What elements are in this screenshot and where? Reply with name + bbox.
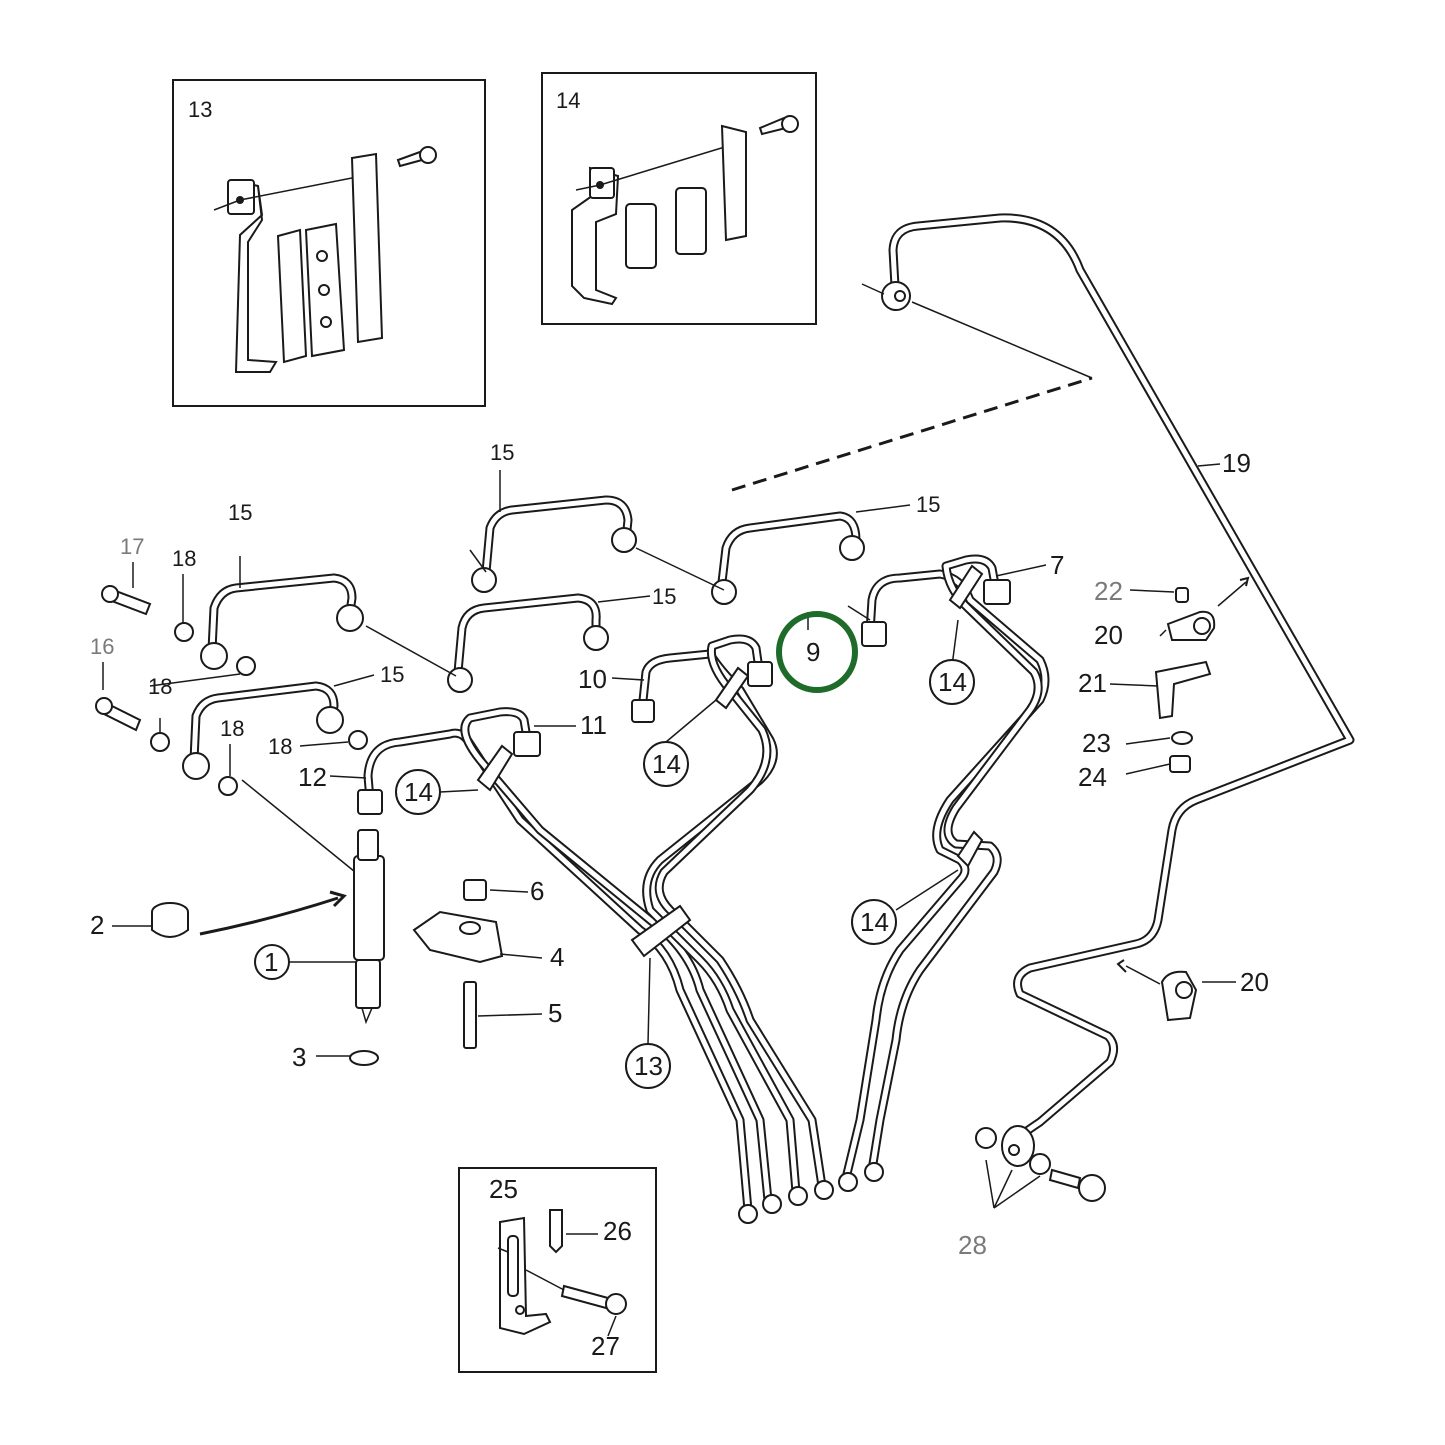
nut-7 (983, 579, 1011, 605)
label-12: 12 (298, 762, 327, 792)
label-4: 4 (550, 942, 564, 972)
inset-box-13: 13 (172, 79, 486, 407)
callout-circle-14c (929, 659, 975, 705)
label-18c: 18 (220, 716, 244, 741)
pump-end-nuts (738, 1162, 884, 1224)
label-18a: 18 (172, 546, 196, 571)
inset-25-label: 25 (489, 1174, 518, 1204)
label-14b: 14 (652, 749, 681, 779)
label-19: 19 (1222, 448, 1251, 478)
label-18d: 18 (268, 734, 292, 759)
nut-10 (631, 699, 655, 723)
inset-box-14: 14 (541, 72, 817, 325)
callout-circle-14a (395, 769, 441, 815)
injector-clamp-assembly (412, 879, 504, 1049)
highlight-ring-9 (776, 611, 858, 693)
label-17: 17 (120, 534, 144, 559)
label-13: 13 (634, 1051, 663, 1081)
label-15e: 15 (380, 662, 404, 687)
label-15a: 15 (228, 500, 252, 525)
label-28: 28 (958, 1230, 987, 1260)
inset-14-label: 14 (556, 88, 580, 113)
inset-26-label: 26 (603, 1216, 632, 1246)
label-9: 9 (806, 637, 820, 667)
injection-pipe-bundle (357, 554, 1050, 1224)
callout-circle-14d (851, 899, 897, 945)
label-5: 5 (548, 998, 562, 1028)
label-7: 7 (1050, 550, 1064, 580)
injector-assembly (151, 829, 385, 1066)
label-15b: 15 (490, 440, 514, 465)
label-10: 10 (578, 664, 607, 694)
label-22: 22 (1094, 576, 1123, 606)
label-1: 1 (264, 947, 278, 977)
nut-8 (861, 621, 887, 647)
label-20b: 20 (1240, 967, 1269, 997)
label-23: 23 (1082, 728, 1111, 758)
banjo-bolts-and-washers (95, 585, 368, 796)
label-3: 3 (292, 1042, 306, 1072)
label-15c: 15 (916, 492, 940, 517)
callout-circle-13 (625, 1043, 671, 1089)
label-14c: 14 (938, 667, 967, 697)
label-18b: 18 (148, 674, 172, 699)
leak-off-pipes-15 (182, 495, 865, 877)
callout-circle-1 (254, 944, 290, 980)
label-6: 6 (530, 876, 544, 906)
inset-27-label: 27 (591, 1331, 620, 1361)
leak-off-return-pipe-19 (731, 213, 1355, 1209)
pipe-clips (1116, 576, 1250, 1022)
inset-13-label: 13 (188, 97, 212, 122)
callout-leaders (102, 463, 1236, 1057)
label-20a: 20 (1094, 620, 1123, 650)
label-24: 24 (1078, 762, 1107, 792)
circled-callouts (254, 611, 975, 1089)
nut-11 (513, 731, 541, 757)
label-15d: 15 (652, 584, 676, 609)
label-14a: 14 (404, 777, 433, 807)
inset-box-bracket: 25 26 27 (458, 1167, 657, 1373)
label-2: 2 (90, 910, 104, 940)
callout-labels: 1 2 3 4 5 6 7 9 10 11 12 13 14 14 14 14 … (90, 440, 1269, 1260)
label-16: 16 (90, 634, 114, 659)
label-14d: 14 (860, 907, 889, 937)
label-11: 11 (580, 710, 607, 740)
callout-circle-14b (643, 741, 689, 787)
label-21: 21 (1078, 668, 1107, 698)
nut-9 (747, 661, 773, 687)
nut-12 (357, 789, 383, 815)
